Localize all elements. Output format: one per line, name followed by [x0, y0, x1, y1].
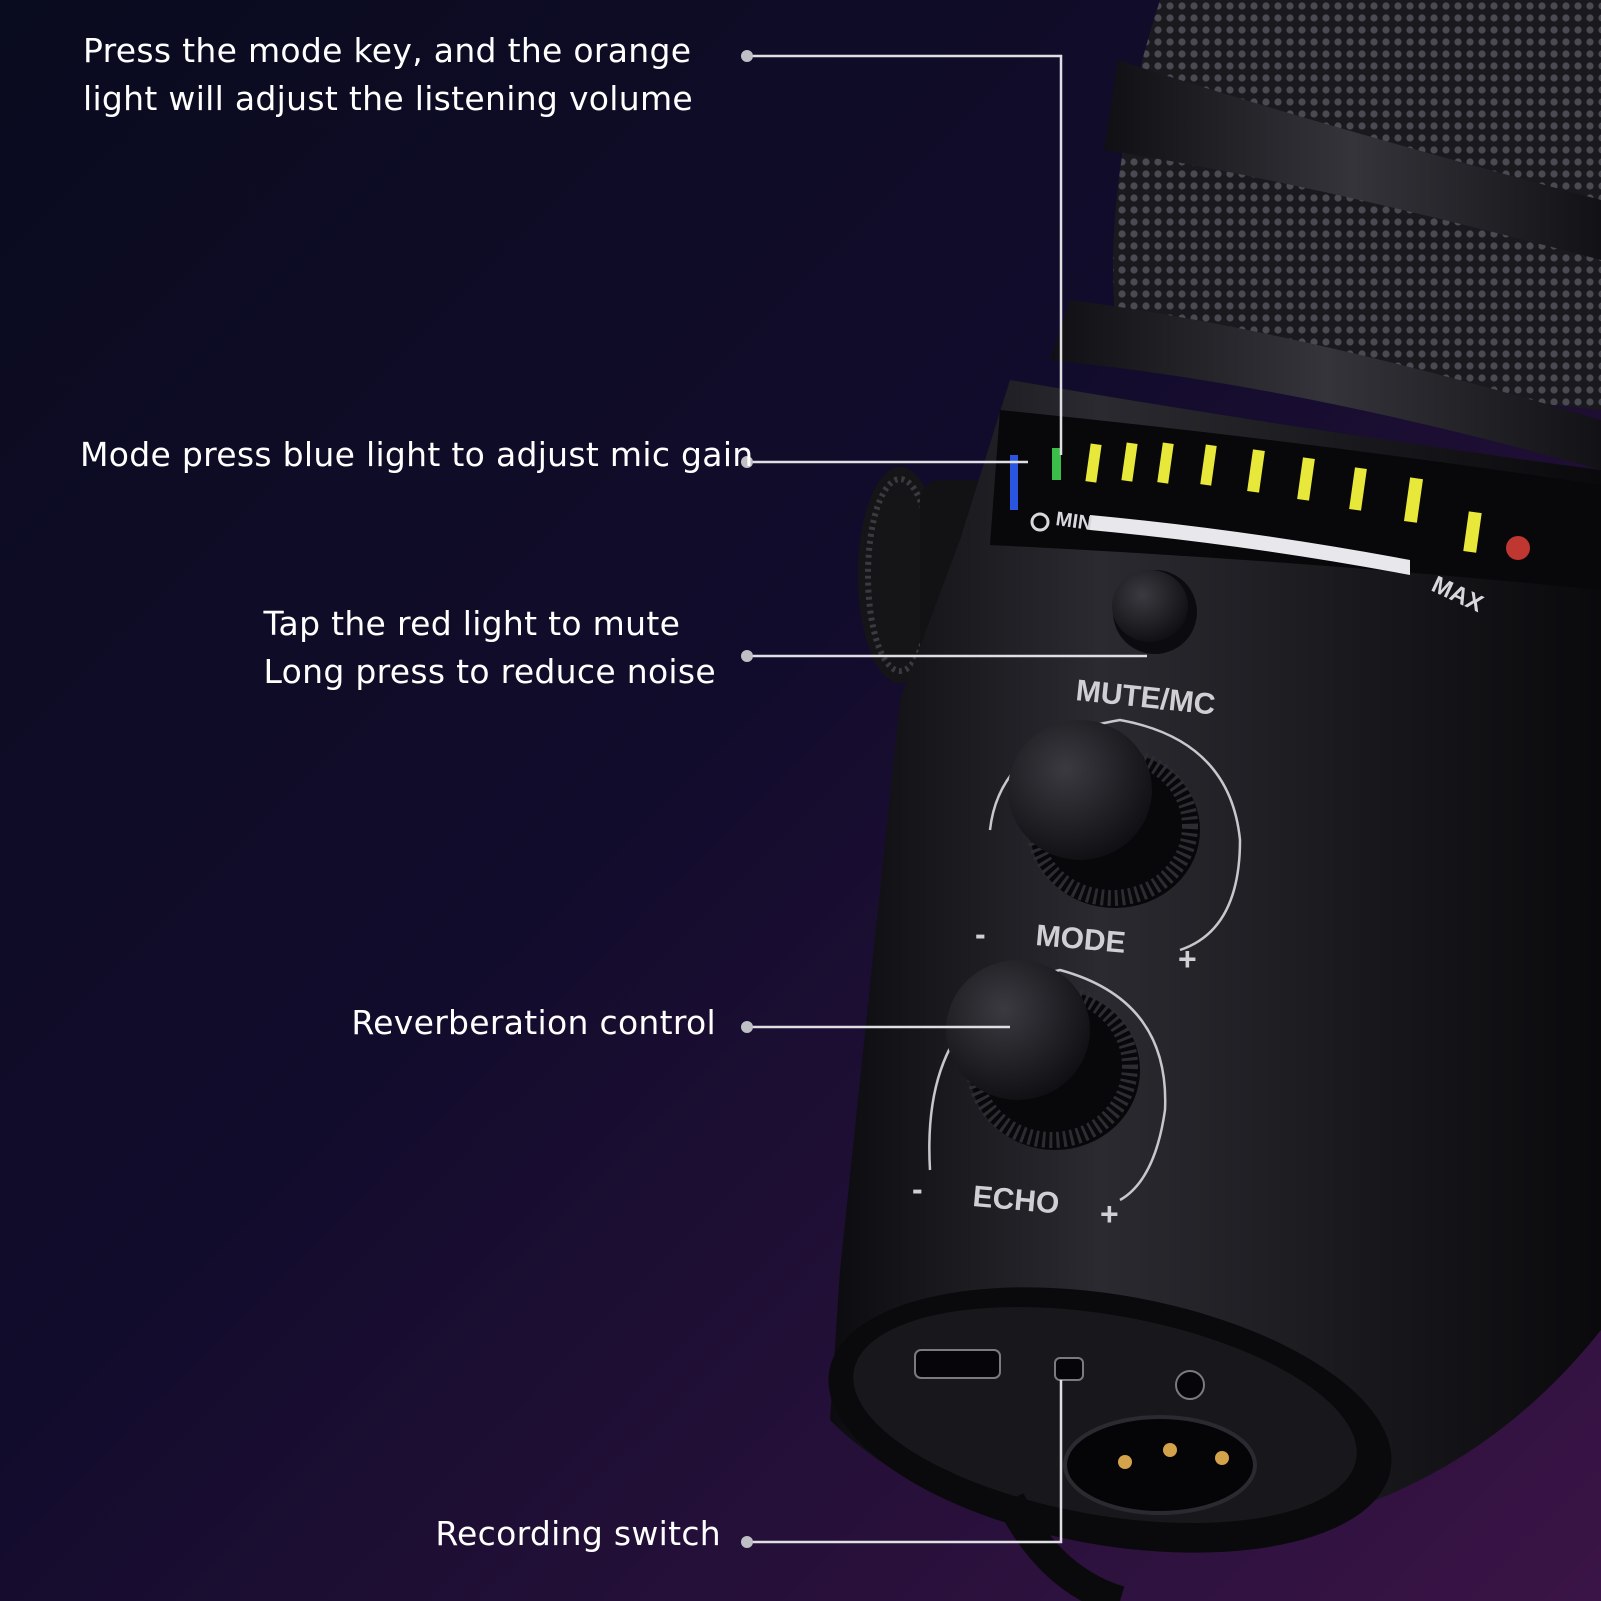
callout-mode-key-line1: Press the mode key, and the orange	[83, 31, 692, 70]
callout-mode-key-line2: light will adjust the listening volume	[83, 79, 693, 118]
callout-mic-gain-text: Mode press blue light to adjust mic gain	[80, 435, 754, 474]
led-segment	[1085, 443, 1102, 483]
led-segment	[1247, 449, 1265, 493]
callout-mute-line2: Long press to reduce noise	[263, 652, 716, 691]
mode-plus-label: +	[1178, 941, 1197, 977]
mute-button	[1112, 570, 1197, 654]
led-segment	[1463, 511, 1482, 553]
meter-min-label: MIN	[1054, 508, 1093, 535]
led-meter	[1010, 442, 1530, 560]
mic-body	[830, 380, 1601, 1540]
mode-knob	[988, 718, 1242, 952]
xlr-port	[1063, 1415, 1257, 1515]
callout-recording: Recording switch	[435, 1510, 721, 1558]
callout-lines	[747, 54, 1147, 1544]
cable	[996, 1493, 1125, 1601]
echo-minus-label: -	[912, 1171, 923, 1207]
led-segment	[1121, 442, 1138, 482]
mic-head	[1050, 0, 1601, 470]
recording-switch	[1054, 1357, 1084, 1381]
echo-knob-label: ECHO	[971, 1180, 1060, 1220]
callout-mic-gain: Mode press blue light to adjust mic gain	[80, 431, 754, 479]
headphone-jack-icon	[1175, 1370, 1205, 1400]
mode-minus-label: -	[975, 916, 986, 952]
mute-led-icon	[1506, 536, 1530, 560]
usb-port-icon	[914, 1349, 1001, 1379]
echo-knob	[928, 960, 1167, 1202]
xlr-pin	[1118, 1455, 1132, 1469]
bottom-panel	[828, 1287, 1392, 1553]
callout-reverb: Reverberation control	[351, 999, 716, 1047]
callout-recording-text: Recording switch	[435, 1514, 721, 1553]
callout-reverb-text: Reverberation control	[351, 1003, 716, 1042]
callout-dots	[741, 50, 753, 1548]
led-segment	[1349, 467, 1367, 511]
led-segment	[1297, 457, 1315, 501]
mode-knob-label: MODE	[1034, 919, 1127, 960]
led-green	[1052, 448, 1061, 480]
headphone-icon	[1030, 512, 1050, 532]
led-segment	[1157, 442, 1174, 484]
callout-mode-key: Press the mode key, and the orange light…	[83, 27, 693, 123]
xlr-pin	[1215, 1451, 1229, 1465]
led-segment	[1403, 477, 1423, 523]
xlr-pin	[1163, 1443, 1177, 1457]
callout-mute-line1: Tap the red light to mute	[263, 604, 681, 643]
callout-mute: Tap the red light to mute Long press to …	[264, 600, 716, 696]
echo-plus-label: +	[1100, 1196, 1119, 1232]
led-blue	[1010, 455, 1018, 510]
led-segment	[1200, 444, 1217, 486]
